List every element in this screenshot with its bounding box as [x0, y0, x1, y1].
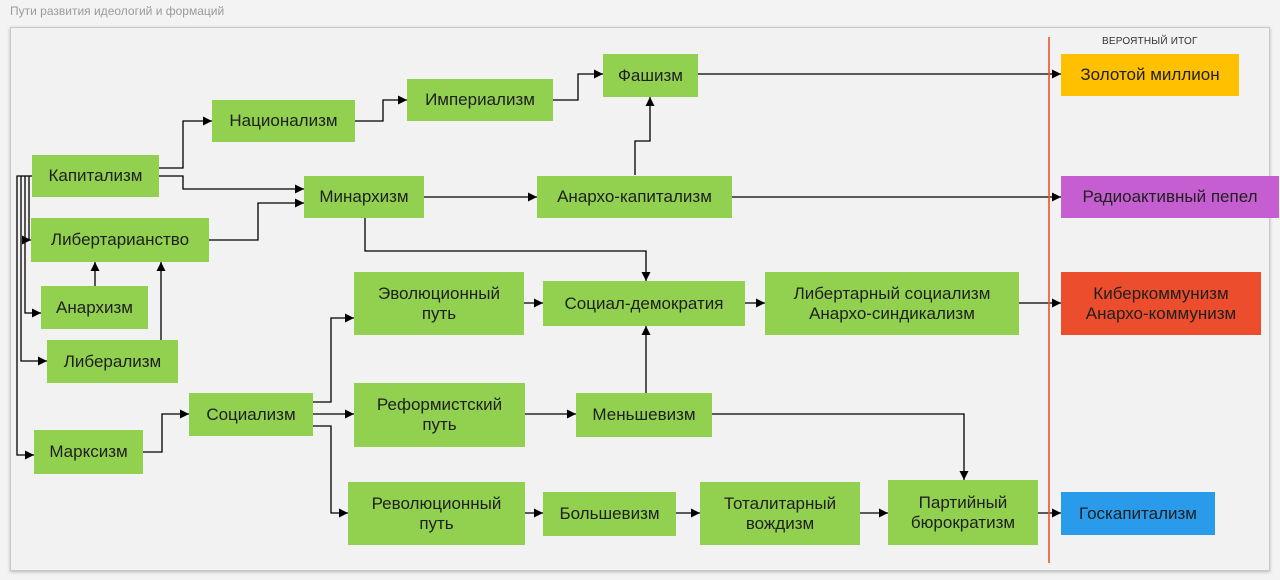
outcome-cybercommunism: Киберкоммунизм Анархо-коммунизм	[1061, 272, 1261, 335]
node-reformist-path: Реформистский путь	[354, 383, 525, 447]
node-marxism: Марксизм	[34, 430, 143, 474]
outcome-state-capitalism: Госкапитализм	[1061, 492, 1215, 535]
outcome-golden-million: Золотой миллион	[1061, 54, 1239, 96]
node-social-democracy: Социал-демократия	[543, 281, 745, 326]
outcome-radioactive-ash: Радиоактивный пепел	[1061, 176, 1279, 218]
node-party-bureaucratism: Партийный бюрократизм	[888, 480, 1038, 545]
node-minarchism: Минархизм	[304, 176, 424, 218]
node-nationalism: Национализм	[212, 100, 355, 142]
outcome-header: ВЕРОЯТНЫЙ ИТОГ	[1102, 36, 1198, 47]
node-libertarianism: Либертарианство	[31, 218, 209, 262]
node-anarcho-capitalism: Анархо-капитализм	[537, 176, 732, 218]
node-totalitarian-leaderism: Тоталитарный вождизм	[700, 482, 860, 545]
document-title: Пути развития идеологий и формаций	[10, 4, 225, 18]
node-liberalism: Либерализм	[47, 340, 178, 383]
node-imperialism: Империализм	[407, 79, 553, 121]
node-libertarian-socialism: Либертарный социализм Анархо-синдикализм	[765, 272, 1019, 335]
node-capitalism: Капитализм	[32, 155, 159, 197]
node-menshevism: Меньшевизм	[576, 393, 712, 437]
node-socialism: Социализм	[189, 393, 313, 436]
node-revolutionary-path: Революционный путь	[348, 482, 525, 545]
node-anarchism: Анархизм	[41, 286, 148, 329]
node-fascism: Фашизм	[603, 54, 698, 97]
node-evolutionary-path: Эволюционный путь	[354, 272, 524, 335]
node-bolshevism: Большевизм	[543, 492, 676, 536]
